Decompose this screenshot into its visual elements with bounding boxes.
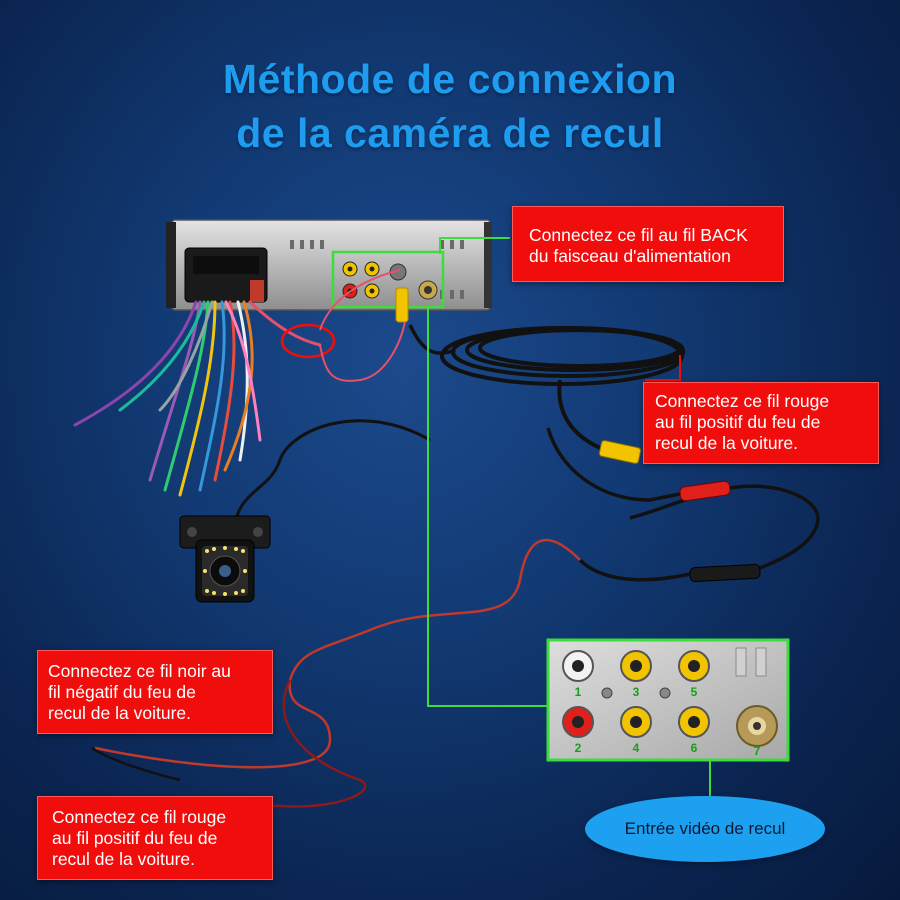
rca-number-4: 4 [633,741,640,755]
backup-camera [179,515,271,603]
callout-red-wire-top-line-2: au fil positif du feu de [655,412,821,432]
rca-number-7: 7 [754,744,761,758]
callout-black-wire: Connectez ce fil noir au fil négatif du … [37,650,273,734]
rca-jack-5 [678,650,710,682]
video-input-label: Entrée vidéo de recul [585,796,825,862]
harness-wire-bundle [73,300,322,497]
black-inline-connector [689,563,761,583]
rca-jack-6 [678,706,710,738]
callout-red-wire-top: Connectez ce fil rouge au fil positif du… [643,382,879,464]
callout-black-wire-line-2: fil négatif du feu de [48,682,196,702]
rca-jack-3 [620,650,652,682]
power-harness-plug [184,247,268,303]
rca-jack-2 [562,706,594,738]
callout-back-wire: Connectez ce fil au fil BACK du faisceau… [512,206,784,282]
callout-red-wire-bottom: Connectez ce fil rouge au fil positif du… [37,796,273,880]
camera-rca-yellow-plug [598,440,642,464]
callout-black-wire-line-1: Connectez ce fil noir au [48,661,231,681]
callout-back-wire-line-2: du faisceau d'alimentation [529,246,731,266]
rca-number-2: 2 [575,741,582,755]
callout-red-wire-bottom-line-2: au fil positif du feu de [52,828,218,848]
head-unit [166,219,492,323]
callout-red-wire-bottom-line-3: recul de la voiture. [52,849,195,869]
rca-input-panel: 1 2 3 4 5 6 7 [546,638,790,762]
callout-back-wire-line-1: Connectez ce fil au fil BACK [529,225,748,245]
rca-jack-1 [562,650,594,682]
title-line-2: de la caméra de recul [236,110,664,156]
rca-number-1: 1 [575,685,582,699]
red-power-connector [679,480,731,502]
rca-number-5: 5 [691,685,698,699]
callout-black-wire-line-3: recul de la voiture. [48,703,191,723]
rca-jack-7 [736,705,778,747]
rca-number-6: 6 [691,741,698,755]
callout-red-wire-top-line-3: recul de la voiture. [655,433,798,453]
callout-red-wire-top-line-1: Connectez ce fil rouge [655,391,830,411]
title-line-1: Méthode de connexion [222,56,678,102]
green-leader-lines [427,237,711,796]
video-extension-cable-coil [440,326,685,386]
rca-number-3: 3 [633,685,640,699]
callout-red-wire-bottom-line-1: Connectez ce fil rouge [52,807,227,827]
rca-jack-4 [620,706,652,738]
back-wire-highlight [280,323,336,359]
